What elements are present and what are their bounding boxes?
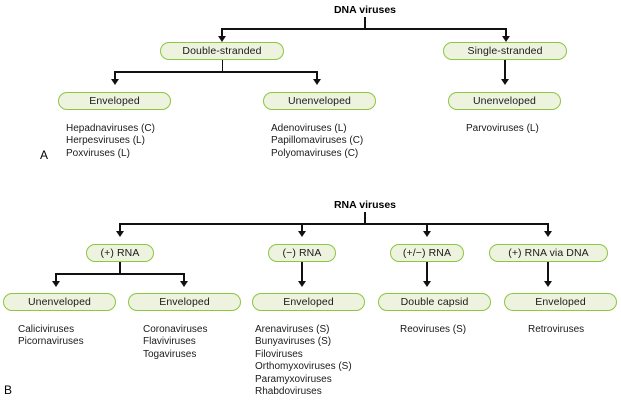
arrow-b-enveloped-minus: [298, 281, 306, 287]
list-item: Togaviruses: [143, 348, 197, 360]
node-b-minus-rna[interactable]: (−) RNA: [268, 244, 336, 262]
list-item: Rhabdoviruses: [255, 386, 322, 398]
list-item: Hepadnaviruses (C): [66, 123, 155, 134]
list-item: Picornaviruses: [18, 336, 84, 348]
arrow-b-double-capsid: [423, 281, 431, 287]
list-item: Bunyaviruses (S): [255, 336, 332, 348]
panel-b-title: RNA viruses: [333, 199, 397, 211]
arrow-b-plus-rna-via-dna: [544, 231, 552, 237]
list-item: Polyomaviruses (C): [271, 147, 359, 159]
list-item: Orthomyxoviruses (S): [255, 361, 352, 373]
list-item: Parvoviruses (L): [466, 123, 539, 134]
arrow-a-single-stranded: [501, 36, 510, 42]
connector-b-drop-3: [426, 223, 428, 233]
connector-a-ds-bar: [114, 71, 318, 73]
list-item: Caliciviruses: [18, 324, 75, 335]
connector-b-root-stem: [364, 212, 366, 224]
node-a-unenveloped-ss[interactable]: Unenveloped: [448, 92, 561, 110]
list-item: Filoviruses: [255, 348, 303, 360]
node-b-unenveloped[interactable]: Unenveloped: [3, 293, 116, 311]
connector-a-ds-right-drop: [316, 71, 318, 81]
list-item: Poxviruses (L): [66, 147, 130, 159]
connector-b-plus-right-drop: [183, 273, 185, 283]
arrow-a-double-stranded: [217, 36, 226, 42]
connector-b-viadna-stem: [547, 262, 549, 283]
connector-b-minus-stem: [301, 262, 303, 283]
list-item: Coronaviruses: [143, 324, 208, 335]
node-b-plus-rna[interactable]: (+) RNA: [86, 244, 154, 262]
connector-b-drop-4: [547, 223, 549, 233]
arrow-b-plusminus-rna: [422, 231, 431, 237]
node-b-enveloped-minus[interactable]: Enveloped: [252, 293, 365, 311]
arrow-a-unenveloped: [313, 79, 321, 85]
node-b-enveloped-plus[interactable]: Enveloped: [128, 293, 241, 311]
node-b-plus-rna-via-dna[interactable]: (+) RNA via DNA: [489, 244, 608, 262]
panel-b-letter: B: [4, 383, 13, 397]
connector-b-plus-stem: [119, 262, 121, 274]
connector-a-root-right-drop: [505, 28, 507, 38]
list-item: Papillomaviruses (C): [271, 135, 364, 147]
node-a-unenveloped-ds[interactable]: Unenveloped: [263, 92, 376, 110]
list-item: Flaviviruses: [143, 336, 196, 348]
node-b-double-capsid[interactable]: Double capsid: [378, 293, 491, 311]
list-item: Reoviruses (S): [400, 324, 467, 335]
list-b-double-capsid: Reoviruses (S): [400, 324, 466, 336]
arrow-b-enveloped-retro: [544, 281, 552, 287]
list-item: Herpesviruses (L): [66, 135, 145, 147]
arrow-b-unenveloped: [51, 281, 60, 287]
list-a-ss-unenveloped: Parvoviruses (L): [466, 123, 539, 135]
list-b-retro: Retroviruses: [528, 324, 584, 336]
arrow-a-ss-unenveloped: [501, 79, 509, 85]
list-item: Adenoviruses (L): [271, 123, 347, 134]
arrow-a-enveloped: [110, 79, 119, 85]
list-b-enveloped-plus: Coronaviruses Flaviviruses Togaviruses: [143, 324, 207, 361]
connector-a-root-stem: [364, 17, 366, 29]
panel-a-letter: A: [40, 148, 49, 162]
connector-a-ds-left-drop: [114, 71, 116, 81]
node-b-plusminus-rna[interactable]: (+/−) RNA: [390, 244, 464, 262]
connector-b-drop-1: [119, 223, 121, 233]
list-item: Paramyxoviruses: [255, 373, 332, 385]
connector-b-plus-left-drop: [55, 273, 57, 283]
arrow-b-enveloped-plus: [180, 281, 188, 287]
node-a-double-stranded[interactable]: Double-stranded: [160, 42, 284, 60]
connector-b-root-bar: [119, 223, 549, 225]
panel-a-title: DNA viruses: [333, 4, 397, 16]
arrow-b-minus-rna: [297, 231, 306, 237]
list-b-unenveloped: Caliciviruses Picornaviruses: [18, 324, 84, 349]
arrow-b-plus-rna: [115, 231, 124, 237]
list-b-enveloped-minus: Arenaviruses (S) Bunyaviruses (S) Filovi…: [255, 324, 352, 398]
list-a-ds-enveloped: Hepadnaviruses (C) Herpesviruses (L) Pox…: [66, 123, 155, 160]
node-a-single-stranded[interactable]: Single-stranded: [443, 42, 567, 60]
node-b-enveloped-retro[interactable]: Enveloped: [504, 293, 617, 311]
connector-a-root-bar: [221, 28, 506, 30]
connector-b-drop-2: [301, 223, 303, 233]
connector-a-root-left-drop: [221, 28, 223, 38]
connector-b-plus-bar: [55, 273, 185, 275]
list-item: Retroviruses: [528, 324, 585, 335]
node-a-enveloped[interactable]: Enveloped: [58, 92, 171, 110]
connector-a-ss-stem: [504, 60, 506, 81]
connector-a-ds-stem: [221, 60, 224, 72]
connector-b-plusminus-stem: [426, 262, 428, 283]
list-item: Arenaviruses (S): [255, 324, 330, 335]
list-a-ds-unenveloped: Adenoviruses (L) Papillomaviruses (C) Po…: [271, 123, 363, 160]
